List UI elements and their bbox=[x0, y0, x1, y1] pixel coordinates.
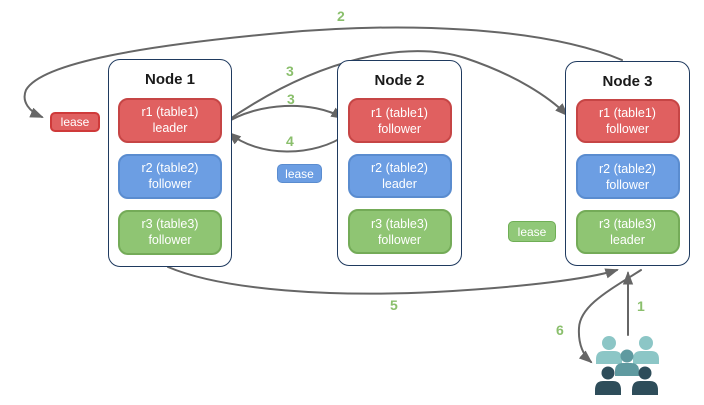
node-2-title: Node 2 bbox=[374, 72, 425, 89]
node2-replica-r2: r2 (table2) leader bbox=[347, 153, 452, 199]
lease-badge-red: lease bbox=[50, 112, 100, 132]
step-label-3a: 3 bbox=[286, 63, 294, 79]
replica-role: follower bbox=[377, 232, 422, 247]
replica-role: leader bbox=[382, 177, 417, 192]
node-3-title: Node 3 bbox=[602, 73, 653, 90]
node3-replica-r3: r3 (table3) leader bbox=[575, 209, 680, 255]
node-1: Node 1 r1 (table1) leader r2 (table2) fo… bbox=[108, 59, 232, 267]
replica-name: r1 (table1) bbox=[599, 106, 656, 121]
replica-name: r2 (table2) bbox=[599, 161, 656, 176]
step-label-6: 6 bbox=[556, 322, 564, 338]
node3-replica-r2: r2 (table2) follower bbox=[575, 154, 680, 199]
replica-role: follower bbox=[148, 177, 192, 192]
replica-name: r1 (table1) bbox=[141, 105, 199, 120]
step-label-2: 2 bbox=[337, 8, 345, 24]
node-2: Node 2 r1 (table1) follower r2 (table2) … bbox=[337, 60, 462, 266]
node-1-title: Node 1 bbox=[144, 71, 195, 88]
users-group-icon bbox=[595, 336, 659, 395]
replica-role: leader bbox=[152, 121, 188, 136]
step-label-3b: 3 bbox=[287, 91, 295, 107]
step-label-1: 1 bbox=[637, 298, 645, 314]
replica-name: r2 (table2) bbox=[141, 161, 199, 176]
node3-replica-r1: r1 (table1) follower bbox=[575, 99, 680, 144]
arrow-step5-node1-to-node3 bbox=[167, 266, 619, 295]
replica-name: r1 (table1) bbox=[371, 105, 428, 120]
replica-name: r3 (table3) bbox=[141, 217, 199, 232]
replica-role: follower bbox=[605, 122, 650, 137]
replica-name: r3 (table3) bbox=[371, 216, 428, 231]
replica-role: follower bbox=[605, 177, 650, 192]
step-label-5: 5 bbox=[390, 297, 398, 313]
replica-role: leader bbox=[610, 232, 645, 247]
node-3: Node 3 r1 (table1) follower r2 (table2) … bbox=[565, 61, 690, 266]
arrow-step3-leader-to-node2-follower bbox=[223, 104, 345, 125]
lease-badge-blue: lease bbox=[277, 164, 322, 183]
replica-name: r2 (table2) bbox=[371, 161, 428, 176]
lease-badge-green: lease bbox=[508, 221, 556, 242]
node1-replica-r2: r2 (table2) follower bbox=[118, 153, 222, 199]
node2-replica-r3: r3 (table3) follower bbox=[347, 209, 452, 254]
replica-name: r3 (table3) bbox=[599, 216, 656, 231]
arrow-step6-node3-to-users bbox=[577, 269, 642, 364]
replica-role: follower bbox=[148, 233, 192, 248]
node1-replica-r1: r1 (table1) leader bbox=[118, 97, 222, 143]
node1-replica-r3: r3 (table3) follower bbox=[118, 209, 222, 255]
replica-role: follower bbox=[377, 121, 422, 136]
step-label-4: 4 bbox=[286, 133, 294, 149]
node2-replica-r1: r1 (table1) follower bbox=[347, 98, 452, 143]
